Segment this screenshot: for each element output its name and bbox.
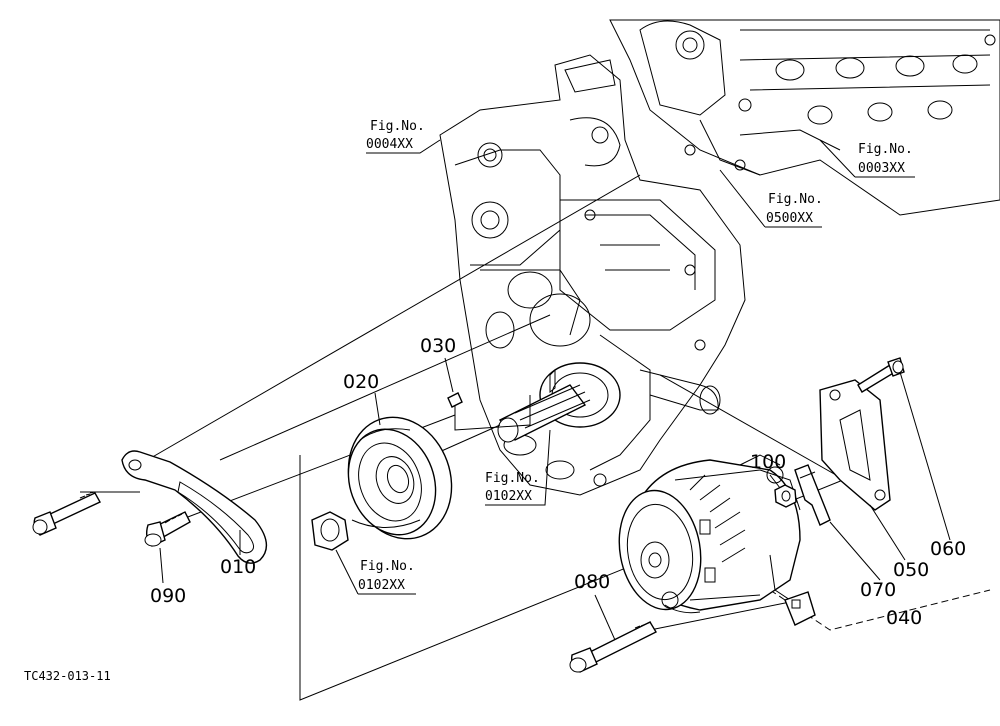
fig-ref-0003: Fig.No. 0003XX	[819, 139, 915, 178]
nut-part-100	[774, 484, 797, 508]
callout-090: 090	[150, 585, 186, 607]
alternator-part-040	[618, 454, 816, 626]
bolt-left	[32, 491, 101, 536]
pulley-part-020	[347, 416, 453, 540]
gear-case-drawing	[439, 54, 746, 496]
fig-ref-0102b-line1: Fig.No.	[360, 559, 415, 574]
plate-part-050	[819, 379, 891, 511]
bolt-part-080	[569, 621, 657, 673]
fig-ref-0102b-line2: 0102XX	[358, 578, 405, 593]
fig-ref-0004-line1: Fig.No.	[370, 119, 425, 134]
callout-040: 040	[886, 607, 922, 629]
callout-030: 030	[420, 335, 456, 357]
fig-ref-0003-line1: Fig.No.	[858, 142, 913, 157]
fig-ref-0500-line1: Fig.No.	[768, 192, 823, 207]
part-callouts: 020 030 010 090 080 100 070 050 060 040	[150, 335, 966, 641]
callout-060: 060	[930, 538, 966, 560]
fig-ref-0500: Fig.No. 0500XX	[719, 169, 823, 228]
fig-ref-0004: Fig.No. 0004XX	[366, 119, 441, 154]
callout-080: 080	[574, 571, 610, 593]
bolt-part-060	[857, 357, 905, 393]
cylinder-head-drawing	[609, 19, 1000, 216]
figure-refs: Fig.No. 0004XX Fig.No. 0003XX Fig.No. 05…	[335, 119, 915, 595]
fig-ref-0102a-line1: Fig.No.	[485, 471, 540, 486]
bracket-part-010	[121, 450, 268, 564]
bracket-part-070	[794, 464, 831, 526]
callout-010: 010	[220, 556, 256, 578]
fig-ref-0102-lower: Fig.No. 0102XX	[335, 549, 416, 595]
crank-nut	[311, 511, 349, 551]
callout-050: 050	[893, 559, 929, 581]
fig-ref-0004-line2: 0004XX	[366, 137, 413, 152]
fig-ref-0500-line2: 0500XX	[766, 211, 813, 226]
fig-ref-0102-upper: Fig.No. 0102XX	[485, 429, 551, 506]
fig-ref-0003-line2: 0003XX	[858, 161, 905, 176]
callout-070: 070	[860, 579, 896, 601]
fig-ref-0102a-line2: 0102XX	[485, 489, 532, 504]
key-part-030	[447, 392, 463, 408]
callout-020: 020	[343, 371, 379, 393]
callout-100: 100	[750, 451, 786, 473]
bolt-part-090	[144, 511, 191, 547]
drawing-code: TC432-013-11	[24, 669, 111, 683]
